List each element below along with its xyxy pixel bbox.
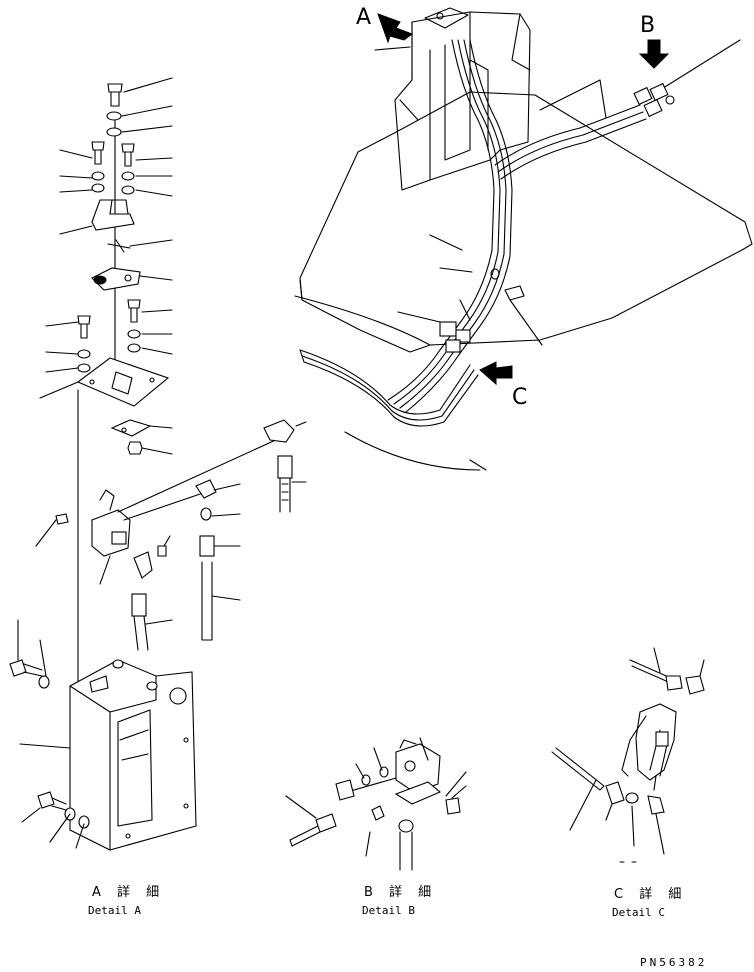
callout-arrow-b: B — [638, 13, 670, 69]
part-number: PN56382 — [640, 956, 707, 969]
callout-arrow-a: A — [356, 5, 414, 44]
main-assembly — [294, 7, 753, 471]
callout-arrow-c: C — [479, 361, 527, 410]
detail-a-jp: A 詳 細 — [92, 884, 165, 900]
detail-a-label: A 詳 細 Detail A — [88, 884, 165, 917]
callout-label-b: B — [640, 13, 655, 38]
detail-b-jp: B 詳 細 — [364, 884, 437, 900]
callout-label-a: A — [356, 5, 371, 30]
detail-b-exploded — [285, 737, 467, 871]
detail-b-en: Detail B — [362, 904, 415, 917]
detail-c-label: C 詳 細 Detail C — [612, 886, 687, 919]
detail-a-exploded — [9, 77, 307, 851]
detail-c-en: Detail C — [612, 906, 665, 919]
detail-b-label: B 詳 細 Detail B — [362, 884, 437, 917]
detail-c-exploded — [551, 647, 705, 863]
detail-c-jp: C 詳 細 — [614, 886, 687, 902]
detail-a-en: Detail A — [88, 904, 141, 917]
callout-label-c: C — [512, 385, 527, 410]
